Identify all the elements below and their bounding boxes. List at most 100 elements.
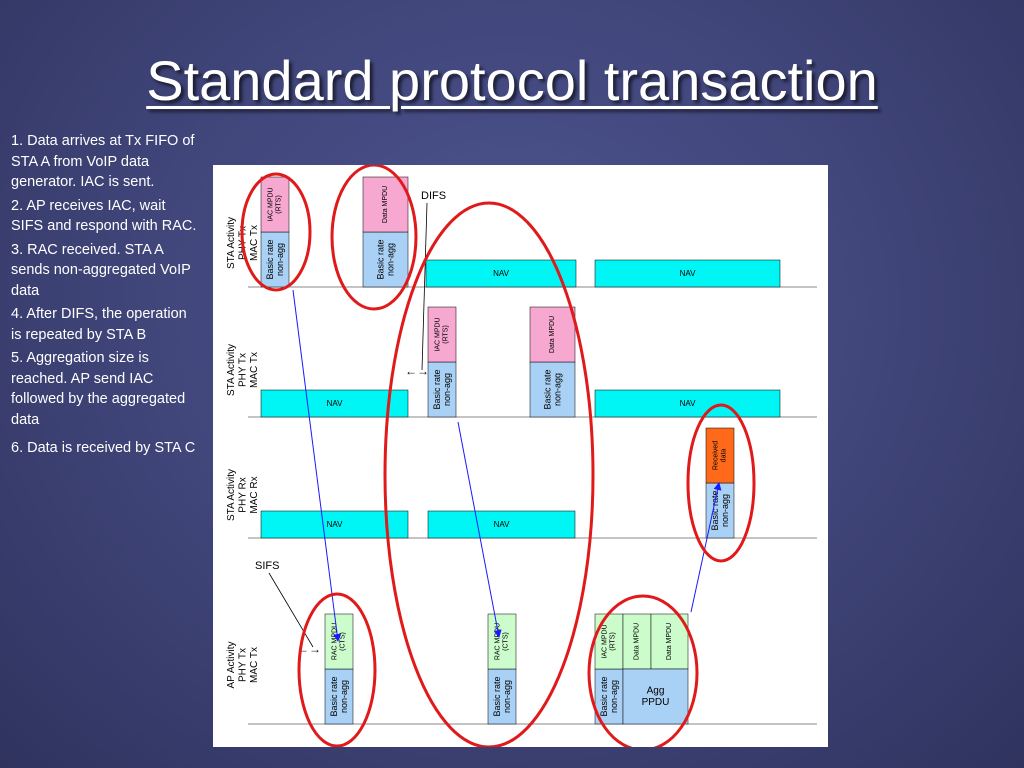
- ap-data-mpdu-1-label-line: Data MPDU: [634, 623, 641, 660]
- row-label-ap-line: AP Activity: [226, 641, 237, 688]
- sta-c-nav-1-label: NAV: [327, 520, 344, 529]
- sta-b-iac-mpdu-label-line: IAC MPDU: [434, 317, 441, 351]
- sta-b-nav-1: [260, 389, 409, 418]
- ap-basic-rate-1-label-line: non-agg: [339, 680, 349, 713]
- ap-basic-rate-3: [594, 668, 624, 725]
- ap-data-mpdu-1: [622, 613, 652, 670]
- sta-a-basic-rate-1-label-line: Basic rate: [265, 239, 275, 279]
- step-3: 3. RAC received. STA A sends non-aggrega…: [11, 241, 191, 299]
- arrow-iac-to-ap: [292, 289, 342, 642]
- sta-c-basic-rate-label-line: non-agg: [720, 494, 730, 527]
- ap-rac-mpdu-1-label-line: (CTS): [340, 632, 347, 651]
- sta-b-basic-rate-2: [529, 361, 576, 418]
- sta-a-data-mpdu-label: Data MPDU: [382, 186, 389, 223]
- ap-rac-mpdu-1-label-line: RAC MPDU: [331, 623, 338, 660]
- slide-title: Standard protocol transaction: [146, 49, 878, 112]
- highlight-middle-cycle: [383, 201, 595, 747]
- sta-c-received-data-label-line: data: [721, 449, 728, 463]
- sta-a-nav-1-label: NAV: [493, 269, 510, 278]
- ap-rac-mpdu-2-label: RAC MPDU(CTS): [494, 623, 509, 660]
- sta-b-basic-rate-1-label-line: Basic rate: [432, 369, 442, 409]
- step-4: 4. After DIFS, the operation is repeated…: [11, 306, 187, 343]
- highlight-sta-a-data: [330, 165, 418, 311]
- step-5: 5. Aggregation size is reached. AP send …: [11, 350, 186, 428]
- ap-rac-mpdu-2-label-line: RAC MPDU: [494, 623, 501, 660]
- sta-b-nav-1-label: NAV: [327, 399, 344, 408]
- step-2: 2. AP receives IAC, wait SIFS and respon…: [11, 197, 197, 235]
- arrow-iac-b-to-ap: [457, 421, 502, 638]
- sifs-label: SIFS: [255, 560, 279, 572]
- ap-agg-ppdu: [622, 668, 689, 725]
- ap-agg-ppdu-label: Agg: [647, 685, 665, 696]
- sta-a-nav-2: [594, 259, 781, 288]
- sta-c-basic-rate-label-line: Basic rate: [710, 490, 720, 530]
- ap-rac-mpdu-2: [487, 613, 517, 670]
- ap-data-mpdu-2-label: Data MPDU: [666, 623, 673, 660]
- sta-b-iac-mpdu-label: IAC MPDU(RTS): [434, 317, 449, 351]
- sta-a-iac-mpdu-label-line: IAC MPDU: [267, 187, 274, 221]
- sta-b-basic-rate-1: [427, 361, 457, 418]
- sta-a-iac-mpdu-label: IAC MPDU(RTS): [267, 187, 282, 221]
- difs-pointer: [421, 202, 428, 371]
- sta-b-basic-rate-1-label-line: non-agg: [442, 373, 452, 406]
- sta-a-nav-2-label: NAV: [680, 269, 697, 278]
- sta-b-basic-rate-2-label-line: Basic rate: [542, 369, 552, 409]
- sta-b-nav-2: [594, 389, 781, 418]
- sifs-pointer: [268, 572, 314, 648]
- sta-a-iac-mpdu: [260, 176, 290, 233]
- ap-basic-rate-3-label-line: non-agg: [609, 680, 619, 713]
- row-label-sta-b-line: MAC Tx: [249, 352, 260, 388]
- row-label-ap-line: MAC Tx: [249, 647, 260, 683]
- sta-a-basic-rate-2-label-line: non-agg: [386, 243, 396, 276]
- sta-b-data-mpdu-label: Data MPDU: [549, 316, 556, 353]
- ap-basic-rate-3-label-line: Basic rate: [599, 676, 609, 716]
- ap-data-mpdu-2: [650, 613, 689, 670]
- ap-iac-mpdu-label-line: IAC MPDU: [601, 624, 608, 658]
- step-6: 6. Data is received by STA C: [11, 440, 196, 456]
- ap-iac-mpdu-label: IAC MPDU(RTS): [601, 624, 616, 658]
- sta-a-data-mpdu: [362, 176, 409, 233]
- sta-b-nav-2-label: NAV: [680, 399, 697, 408]
- sta-a-iac-mpdu-label-line: (RTS): [276, 195, 283, 214]
- row-label-sta-c-line: PHY Rx: [238, 477, 249, 512]
- sta-a-basic-rate-1-label-line: non-agg: [275, 243, 285, 276]
- sta-a-basic-rate-2: [362, 231, 409, 288]
- sta-c-received-data-label-line: Received: [712, 441, 719, 470]
- sta-c-nav-2-label: NAV: [494, 520, 511, 529]
- row-label-sta-a-line: MAC Tx: [249, 225, 260, 261]
- sta-a-nav-1: [425, 259, 577, 288]
- sta-b-iac-mpdu: [427, 306, 457, 363]
- row-label-sta-c-line: STA Activity: [226, 469, 237, 521]
- ap-basic-rate-1: [324, 668, 354, 725]
- sta-c-nav-2: [427, 510, 576, 539]
- sta-c-nav-1: [260, 510, 409, 539]
- ap-basic-rate-2-label-line: Basic rate: [492, 676, 502, 716]
- ap-basic-rate-2: [487, 668, 517, 725]
- highlight-sta-c-received: [686, 403, 756, 563]
- highlight-sta-a-iac: [240, 172, 312, 292]
- ap-rac-mpdu-2-label-line: (CTS): [503, 632, 510, 651]
- sifs-double-arrow: ←→: [297, 642, 321, 656]
- ap-agg-ppdu-label: PPDU: [642, 697, 670, 708]
- arrow-ap-to-sta-c: [690, 482, 722, 613]
- sta-a-basic-rate-2-label-line: Basic rate: [375, 239, 385, 279]
- difs-double-arrow: ←→: [405, 364, 429, 378]
- ap-iac-mpdu-label-line: (RTS): [610, 632, 617, 651]
- ap-data-mpdu-1-label: Data MPDU: [634, 623, 641, 660]
- sta-c-basic-rate: [705, 482, 735, 539]
- ap-basic-rate-1-label-line: Basic rate: [329, 676, 339, 716]
- row-label-sta-b-line: STA Activity: [226, 344, 237, 396]
- highlight-ap-rac-1: [297, 592, 377, 747]
- ap-data-mpdu-2-label-line: Data MPDU: [666, 623, 673, 660]
